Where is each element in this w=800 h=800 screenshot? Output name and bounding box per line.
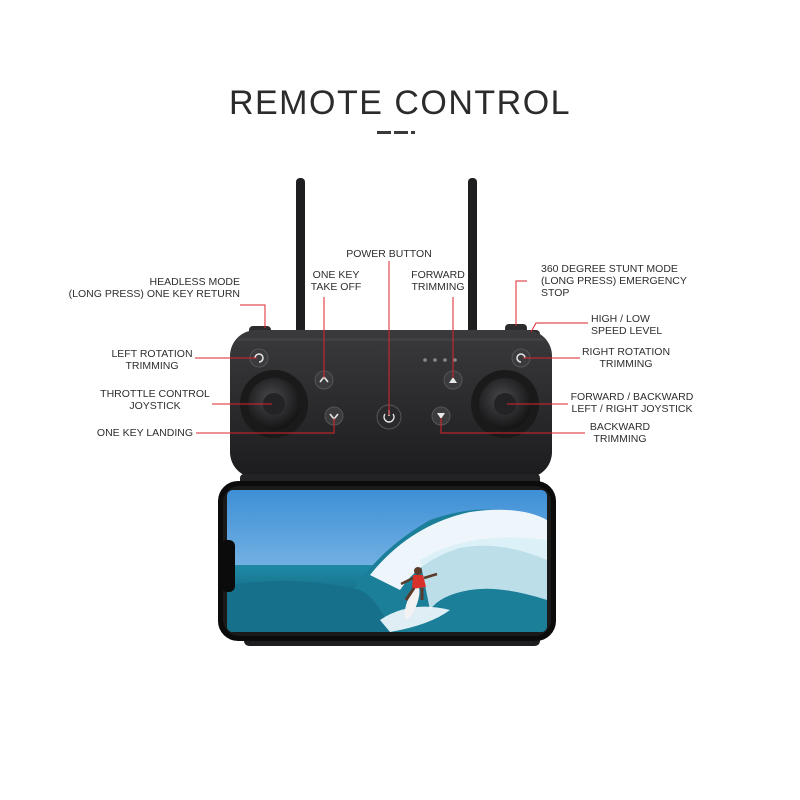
page-title: REMOTE CONTROL: [228, 84, 572, 122]
leader-lines: [195, 261, 588, 434]
forward-trimming-label: FORWARD TRIMMING: [411, 269, 465, 293]
direction-joystick: [471, 370, 539, 438]
rotate-right-icon: [511, 348, 531, 368]
one-key-landing-label: ONE KEY LANDING: [96, 427, 193, 439]
one-key-take-off-label: ONE KEY TAKE OFF: [310, 269, 362, 293]
right-antenna: [468, 178, 477, 338]
throttle-joystick-label: THROTTLE CONTROL JOYSTICK: [100, 388, 210, 412]
throttle-joystick: [240, 370, 308, 438]
left-antenna: [296, 178, 305, 338]
power-button-label: POWER BUTTON: [346, 248, 432, 260]
rotate-left-icon: [249, 348, 269, 368]
title-underline: [377, 131, 423, 134]
power-icon: [376, 404, 402, 430]
controller-body: [230, 330, 552, 478]
headless-mode-label: HEADLESS MODE (LONG PRESS) ONE KEY RETUR…: [68, 276, 240, 300]
left-rotation-trimming-label: LEFT ROTATION TRIMMING: [111, 348, 193, 372]
direction-joystick-label: FORWARD / BACKWARD LEFT / RIGHT JOYSTICK: [570, 391, 694, 415]
right-rotation-trimming-label: RIGHT ROTATION TRIMMING: [581, 346, 671, 370]
phone-notch: [221, 540, 235, 592]
backward-trimming-label: BACKWARD TRIMMING: [589, 421, 651, 445]
stunt-mode-label: 360 DEGREE STUNT MODE (LONG PRESS) EMERG…: [541, 263, 687, 299]
down-arrow-icon: [431, 406, 451, 426]
surfer-photo: [227, 490, 547, 632]
speed-level-label: HIGH / LOW SPEED LEVEL: [591, 313, 663, 337]
